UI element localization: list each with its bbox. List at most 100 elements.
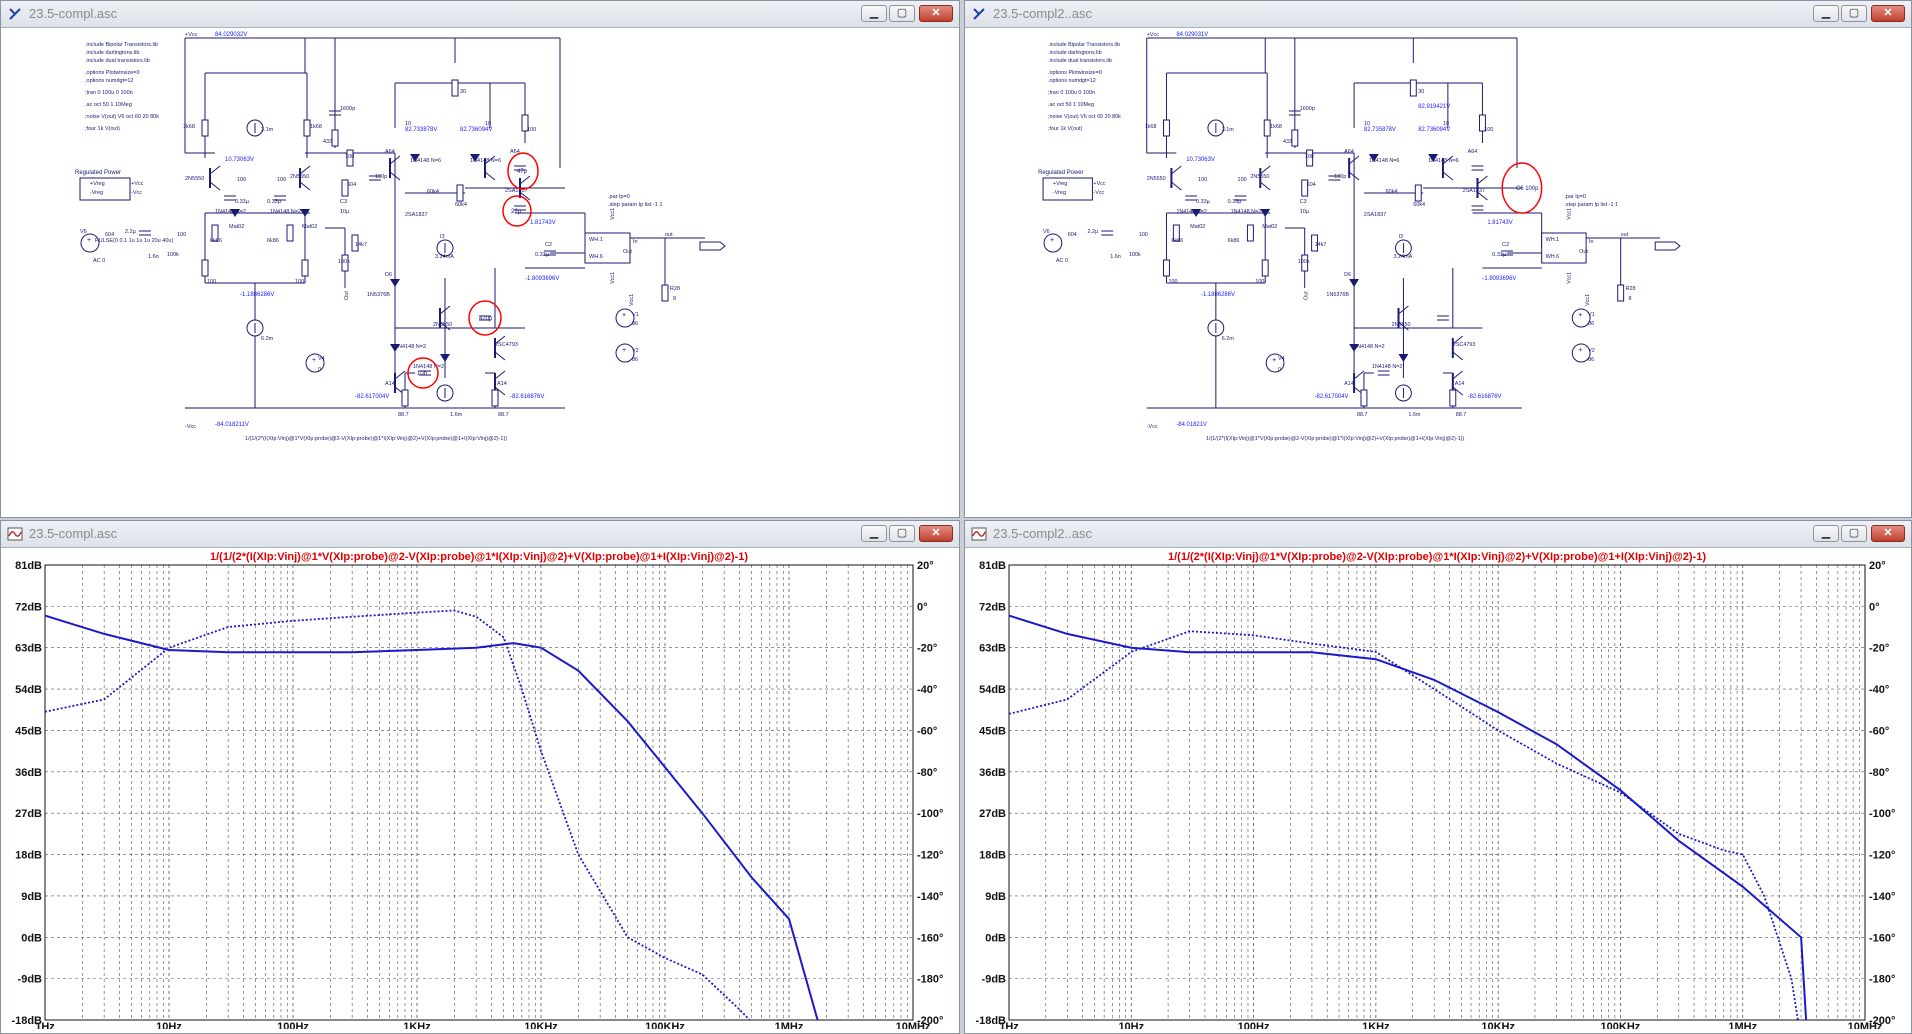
resistor [1301, 179, 1309, 197]
window-title: 23.5-compl2..asc [993, 526, 1092, 541]
y2-tick-label: -180° [917, 974, 943, 986]
waveform-icon [7, 527, 23, 541]
spice-directive: .ac oct 50 1 10Meg [85, 102, 132, 108]
resistor [1172, 224, 1180, 242]
transistor-collector [1171, 165, 1182, 175]
y2-tick-label: 20° [917, 560, 934, 572]
y2-tick-label: -80° [917, 767, 937, 779]
transistor-collector [209, 165, 221, 175]
part-label: 100p [375, 174, 387, 180]
plot-pane[interactable]: 1/(1/(2*(I(XIp:Vinj)@1*V(XIp:probe)@2-V(… [5, 548, 955, 1029]
resistor [1311, 234, 1319, 252]
net-voltage-label: 82.736094V [1418, 127, 1450, 133]
resistor [521, 114, 529, 132]
part-label: 10 [405, 121, 411, 127]
transistor-emitter [1452, 386, 1463, 396]
part-label: 100 [1255, 279, 1264, 285]
close-button[interactable]: ✕ [1871, 525, 1905, 542]
part-label: A64 [510, 149, 520, 155]
schematic-icon [973, 8, 985, 20]
close-button[interactable]: ✕ [919, 525, 953, 542]
part-label: 1N5376B [1326, 292, 1349, 298]
diode [230, 209, 240, 217]
close-button[interactable]: ✕ [919, 5, 953, 22]
title-bar[interactable]: 23.5-compl.asc ▁ ▢ ✕ [1, 1, 959, 28]
transistor-emitter [389, 171, 401, 181]
minimize-button[interactable]: ▁ [1813, 5, 1839, 22]
vcc-label: +Vcc [1147, 32, 1159, 38]
part-label: I3 [440, 234, 445, 240]
voltage-source [1265, 353, 1285, 373]
part-label: V1 [632, 312, 639, 318]
title-bar[interactable]: 23.5-compl.asc ▁ ▢ ✕ [1, 521, 959, 548]
close-button[interactable]: ✕ [1871, 5, 1905, 22]
minimize-button[interactable]: ▁ [861, 5, 887, 22]
part-label: Mat02 [302, 224, 317, 230]
net-voltage-label: 84.029032V [215, 32, 247, 38]
y-tick-label: 27dB [15, 808, 42, 820]
minimize-button[interactable]: ▁ [1813, 525, 1839, 542]
vcc1-net-label: Vcc1 [610, 208, 616, 220]
vreg-neg-label: -Vreg [1053, 190, 1066, 196]
spice-directive: .options numdgt=12 [1048, 78, 1096, 84]
y2-tick-label: -200° [1869, 1015, 1895, 1027]
transistor-emitter [1452, 351, 1463, 361]
part-label: 14k7 [355, 242, 367, 248]
minimize-button[interactable]: ▁ [861, 525, 887, 542]
plot-pane[interactable]: 1/(1/(2*(I(XIp:Vinj)@1*V(XIp:probe)@2-V(… [969, 548, 1907, 1029]
maximize-button[interactable]: ▢ [1841, 5, 1867, 22]
wh-block [584, 232, 631, 264]
maximize-button[interactable]: ▢ [1841, 525, 1867, 542]
y2-tick-label: -120° [1869, 850, 1895, 862]
waveform-window-left[interactable]: 23.5-compl.asc ▁ ▢ ✕ 1/(1/(2*(I(XIp:Vinj… [0, 520, 960, 1034]
y-tick-label: -18dB [975, 1015, 1006, 1027]
part-label: A14 [1455, 381, 1465, 387]
part-label: D6 [1344, 272, 1351, 278]
diode [1191, 209, 1202, 217]
resistor [211, 224, 219, 242]
part-label: V4 [1278, 356, 1285, 362]
highlighted-cap-value: 22p [511, 209, 522, 215]
y2-tick-label: -20° [917, 643, 937, 655]
x-tick-label: 100KHz [1601, 1021, 1641, 1029]
part-label: A14 [497, 381, 507, 387]
part-label: 100k [167, 252, 179, 258]
y2-tick-label: 0° [917, 601, 928, 613]
spice-directive: ;noise V(out) V6 oct 60 20 80k [85, 114, 159, 120]
maximize-button[interactable]: ▢ [889, 525, 915, 542]
part-label: 6.2m [1222, 336, 1235, 342]
schematic-canvas[interactable]: ++++.include Bipolar Transistors.lib.inc… [5, 28, 955, 513]
part-label: 1k68 [310, 124, 322, 130]
part-label: WH.1 [589, 237, 603, 243]
part-label: R28 [670, 286, 680, 292]
transistor-emitter [1398, 321, 1409, 331]
schematic-canvas[interactable]: ++++.include Bipolar Transistors.lib.inc… [969, 28, 1907, 513]
schematic-window-right[interactable]: 23.5-compl2..asc ▁ ▢ ✕ ++++.include Bipo… [964, 0, 1912, 518]
net-voltage-label: 82.733878V [405, 127, 437, 133]
vcc1-net-label: Vcc1 [629, 294, 635, 306]
part-label: 6k86 [210, 238, 222, 244]
transistor-collector [1398, 305, 1409, 315]
plot-frame [1008, 564, 1866, 1021]
vee-label: -Vcc [1093, 190, 1104, 196]
part-label: WH.1 [1546, 237, 1560, 243]
resistor [1617, 284, 1625, 302]
highlighted-cap-value: C6 100p [1516, 186, 1539, 192]
resistor [341, 254, 349, 272]
part-label: 2N5550 [433, 322, 452, 328]
y2-tick-label: -200° [917, 1015, 943, 1027]
schematic-window-left[interactable]: 23.5-compl.asc ▁ ▢ ✕ ++++.include Bipola… [0, 0, 960, 518]
title-bar[interactable]: 23.5-compl2..asc ▁ ▢ ✕ [965, 521, 1911, 548]
part-label: 1N4148 N=2 [413, 364, 444, 370]
part-label: 60k4 [1386, 189, 1398, 195]
highlight-circle [502, 195, 532, 227]
wh-block [1541, 232, 1587, 264]
output-port [699, 241, 726, 251]
y-tick-label: 72dB [979, 601, 1006, 613]
diode [390, 279, 400, 287]
resistor [346, 149, 354, 167]
title-bar[interactable]: 23.5-compl2..asc ▁ ▢ ✕ [965, 1, 1911, 28]
waveform-window-right[interactable]: 23.5-compl2..asc ▁ ▢ ✕ 1/(1/(2*(I(XIp:Vi… [964, 520, 1912, 1034]
maximize-button[interactable]: ▢ [889, 5, 915, 22]
part-label: 1N5376B [367, 292, 390, 298]
